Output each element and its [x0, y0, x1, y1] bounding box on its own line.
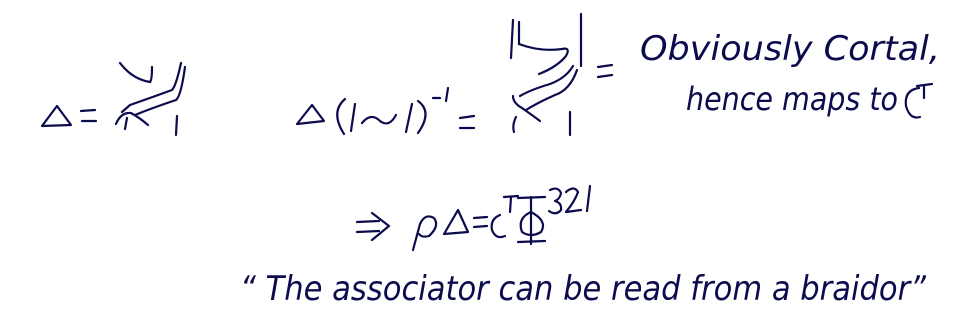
- delta-symbol-2: [295, 103, 326, 126]
- note-block: Obviously Cortal, hence maps to: [596, 29, 940, 119]
- delta-symbol-3: [442, 208, 470, 236]
- delta-symbol: [40, 104, 73, 128]
- c-transpose-symbol: [904, 82, 934, 119]
- note-line-2: hence maps to: [686, 80, 898, 118]
- implication-line: [355, 184, 592, 252]
- delta-inverse-expression: [295, 12, 583, 137]
- implies-arrow: [355, 211, 391, 242]
- delta-definition: [40, 61, 187, 137]
- superscript-321: [547, 184, 592, 215]
- associator-quote: “ The associator can be read from a brai…: [240, 269, 926, 309]
- c-transpose-symbol-2: [490, 194, 520, 239]
- braid-diagram-delta: [114, 61, 187, 137]
- delta-equals-top: [79, 108, 97, 113]
- braid-diagram-delta-inverse: [509, 12, 583, 137]
- note-line-1: Obviously Cortal,: [640, 29, 940, 69]
- rho-symbol: [411, 215, 438, 252]
- phi-symbol: [516, 195, 547, 246]
